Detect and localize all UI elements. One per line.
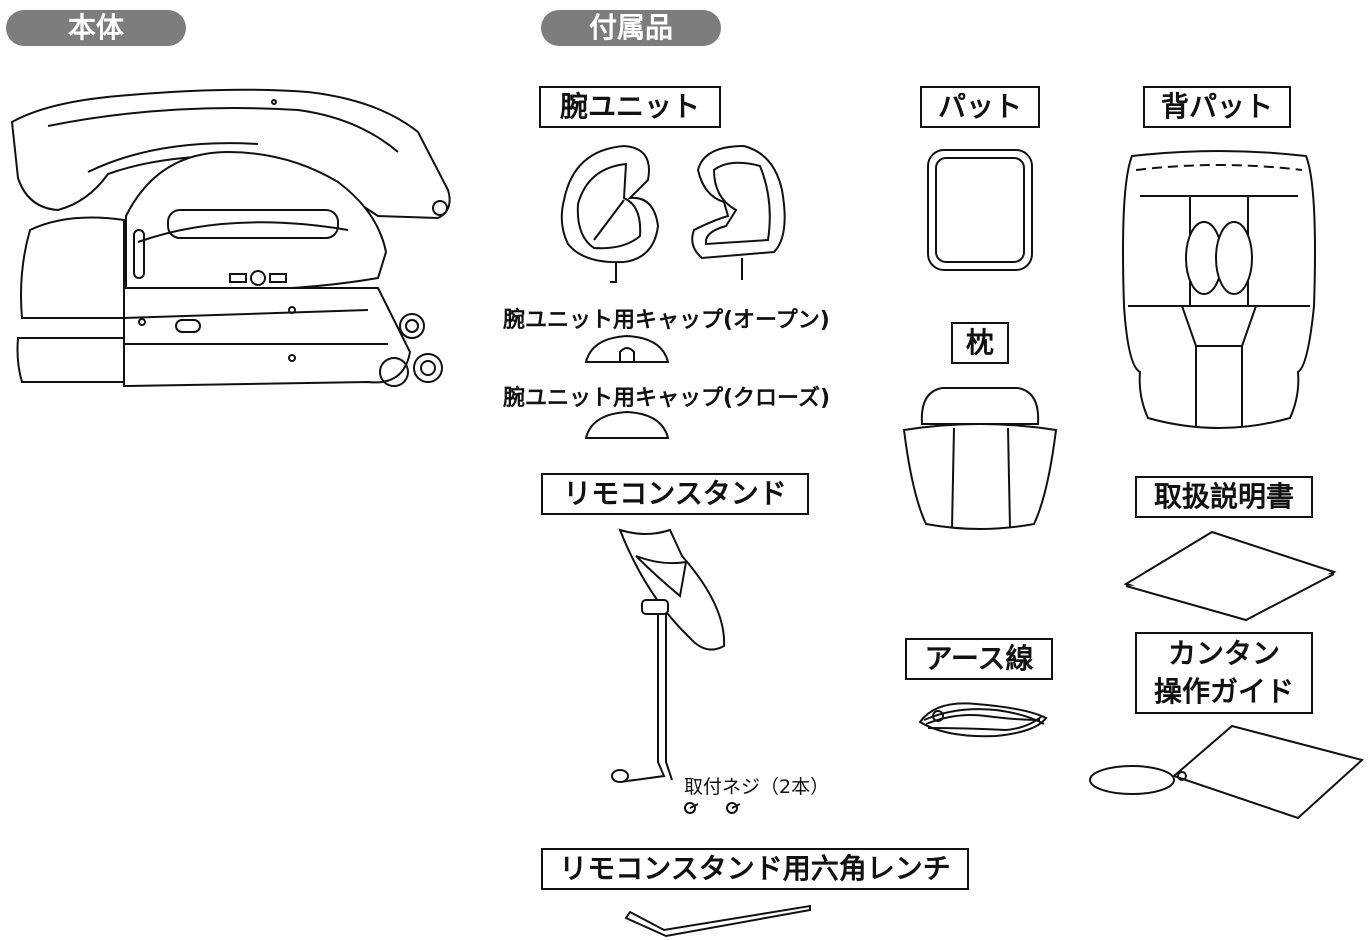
earth-wire-illustration [916,694,1052,742]
screws-illustration [680,800,748,816]
hex-wrench-illustration [622,904,814,940]
manual-illustration [1124,528,1336,620]
massage-unit-illustration [8,82,460,400]
manual-label: 取扱説明書 [1135,476,1313,518]
quick-guide-label-line2: 操作ガイド [1153,675,1294,708]
mount-screws-label: 取付ネジ（2本） [684,776,830,798]
pillow-illustration [902,384,1058,534]
back-pad-label: 背パット [1143,86,1291,128]
arm-unit-label: 腕ユニット [539,86,721,128]
pillow-label: 枕 [951,322,1009,364]
cap-open-illustration [584,334,670,364]
quick-guide-illustration [1086,724,1366,820]
cap-close-label: 腕ユニット用キャップ(クローズ) [503,386,831,411]
accessories-header: 付属品 [541,10,721,46]
pad-label: パット [920,86,1040,128]
back-pad-illustration [1112,146,1326,436]
remote-stand-illustration [606,526,732,790]
quick-guide-label: カンタン 操作ガイド [1135,632,1313,714]
cap-open-label: 腕ユニット用キャップ(オープン) [503,308,830,333]
main-unit-header: 本体 [6,10,186,46]
pad-illustration [924,146,1036,274]
hex-wrench-label: リモコンスタンド用六角レンチ [541,848,969,890]
earth-wire-label: アース線 [905,638,1053,680]
cap-close-illustration [584,410,670,440]
arm-unit-illustration [554,140,794,288]
quick-guide-label-line1: カンタン [1167,637,1280,670]
remote-stand-label: リモコンスタンド [541,473,809,515]
